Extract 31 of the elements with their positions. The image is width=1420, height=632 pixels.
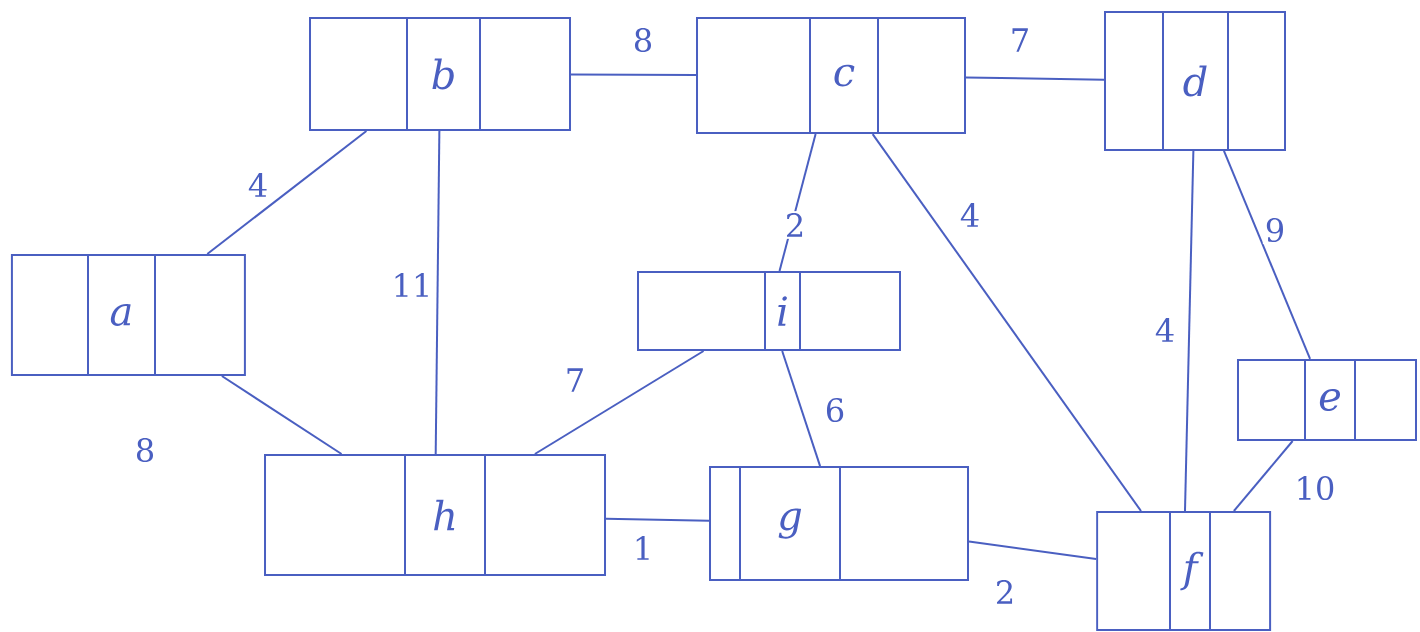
edge-label: 11: [389, 271, 435, 299]
record-box: i: [637, 271, 901, 351]
edge-label: 4: [1152, 316, 1178, 344]
edge-label: 1: [630, 534, 656, 562]
edge-label: 7: [562, 366, 588, 394]
edge-label: 7: [1007, 26, 1033, 54]
edge-label: 2: [992, 578, 1018, 606]
edge-label: 4: [245, 171, 271, 199]
connector-line: [220, 375, 343, 455]
record-box: b: [309, 17, 571, 131]
record-box: f: [1096, 511, 1272, 631]
record-box: c: [696, 17, 966, 135]
connector-line: [570, 73, 697, 77]
connector-line: [533, 350, 705, 455]
connector-line: [871, 133, 1142, 512]
connector-line: [965, 76, 1105, 81]
connector-line: [1222, 150, 1312, 360]
connector-line: [1184, 150, 1195, 512]
record-box: d: [1104, 11, 1286, 151]
connector-line: [605, 517, 710, 522]
record-box: h: [264, 454, 606, 576]
record-box: e: [1237, 359, 1417, 441]
connector-line: [968, 540, 1098, 560]
record-box: g: [709, 466, 969, 582]
connector-line: [434, 130, 441, 455]
record-box: a: [10, 254, 246, 376]
connector-line: [206, 130, 368, 255]
connector-line: [781, 350, 822, 468]
connector-line: [1232, 440, 1294, 512]
edge-label: 4: [957, 201, 983, 229]
edge-label: 2: [782, 211, 808, 239]
